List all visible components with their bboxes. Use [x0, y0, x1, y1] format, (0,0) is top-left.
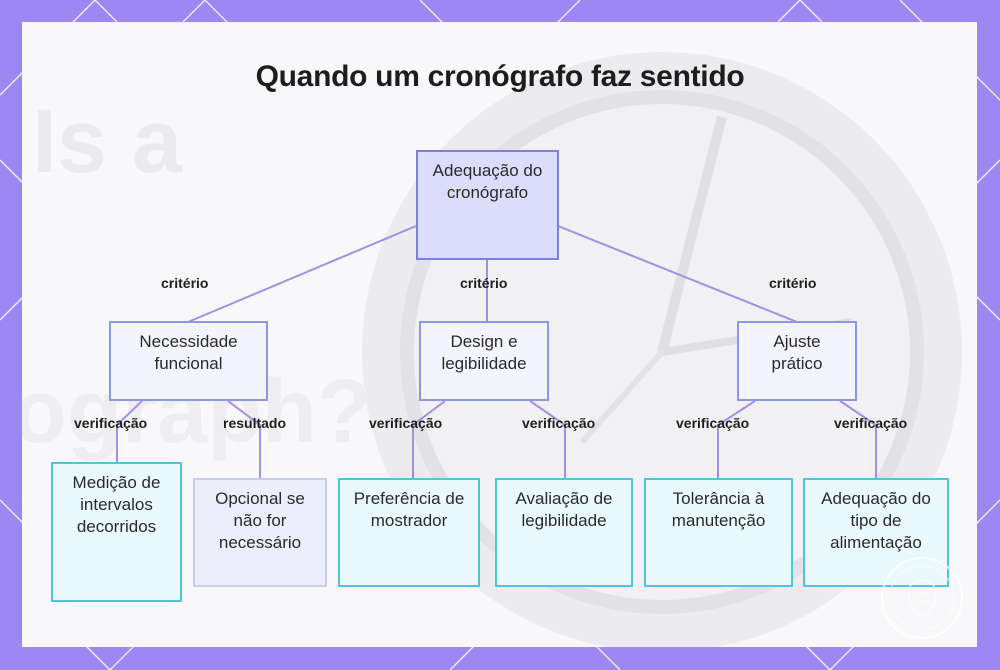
edge-label-criterio-2: critério — [460, 275, 508, 291]
leaf-label: Medição de intervalos decorridos — [72, 473, 161, 536]
edge-label-verificacao-3: verificação — [522, 415, 596, 431]
edge-root-necessidade — [187, 225, 417, 323]
leaf-label: Preferência de mostrador — [353, 489, 465, 530]
edge-label-verificacao-1: verificação — [74, 415, 148, 431]
leaf-label: Opcional se não for necessário — [215, 489, 305, 552]
edge-necessidade-medicao — [116, 400, 143, 463]
root-node: Adequação do cronógrafo — [416, 150, 559, 260]
edge-label-resultado: resultado — [223, 415, 287, 431]
criterion-node-necessidade: Necessidade funcional — [109, 321, 268, 401]
page-title: Quando um cronógrafo faz sentido — [255, 60, 745, 93]
edge-label-criterio-3: critério — [769, 275, 817, 291]
criterion-label: Design e legibilidade — [441, 332, 527, 373]
edge-design-avaliacao — [529, 400, 566, 479]
criterion-node-ajuste: Ajuste prático — [737, 321, 857, 401]
criterion-label: Ajuste prático — [771, 332, 823, 373]
edge-label-verificacao-4: verificação — [676, 415, 750, 431]
edge-label-criterio-1: critério — [161, 275, 209, 291]
edge-ajuste-alimentacao — [839, 400, 877, 479]
svg-text:Is a: Is a — [32, 92, 183, 192]
criterion-node-design: Design e legibilidade — [419, 321, 549, 401]
edge-ajuste-tolerancia — [717, 400, 756, 479]
edge-label-verificacao-2: verificação — [369, 415, 443, 431]
leaf-label: Tolerância à manutenção — [671, 489, 766, 530]
edge-root-ajuste — [557, 225, 798, 323]
leaf-node-opcional: Opcional se não for necessário — [193, 478, 327, 587]
root-node-label: Adequação do cronógrafo — [432, 161, 543, 202]
leaf-node-medicao: Medição de intervalos decorridos — [51, 462, 182, 602]
leaf-node-alimentacao: Adequação do tipo de alimentação — [803, 478, 949, 587]
seal-watermark-icon — [881, 557, 963, 639]
leaf-node-tolerancia: Tolerância à manutenção — [644, 478, 793, 587]
leaf-label: Adequação do tipo de alimentação — [821, 489, 931, 552]
leaf-node-avaliacao: Avaliação de legibilidade — [495, 478, 633, 587]
criterion-label: Necessidade funcional — [139, 332, 238, 373]
leaf-node-preferencia: Preferência de mostrador — [338, 478, 480, 587]
edge-necessidade-opcional — [227, 400, 261, 479]
leaf-label: Avaliação de legibilidade — [515, 489, 613, 530]
edge-label-verificacao-5: verificação — [834, 415, 908, 431]
edge-design-preferencia — [412, 400, 446, 479]
